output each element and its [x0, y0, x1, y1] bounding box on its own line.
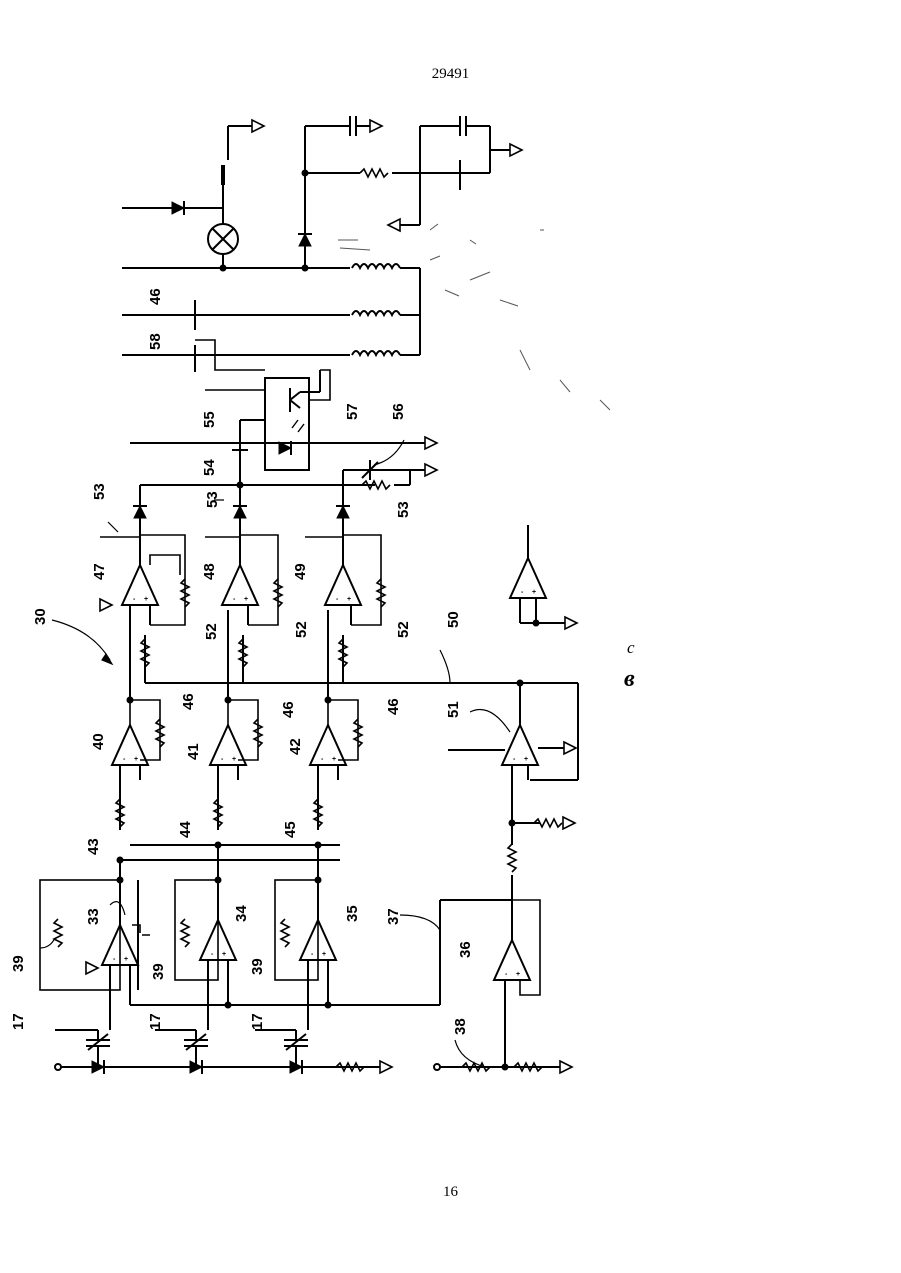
label-38: 38	[452, 1018, 469, 1035]
label-54: 54	[201, 459, 218, 476]
label-41: 41	[185, 743, 202, 760]
label-45: 45	[282, 821, 299, 838]
amp-stage-1	[40, 878, 512, 1031]
label-34: 34	[233, 905, 250, 922]
input-rail	[55, 1060, 392, 1074]
label-50: 50	[445, 611, 462, 628]
label-53c: 53	[395, 501, 412, 518]
right-amps	[434, 525, 577, 1073]
label-42: 42	[287, 738, 304, 755]
label-53a: 53	[91, 483, 108, 500]
label-58: 58	[147, 333, 164, 350]
label-39a: 39	[10, 955, 27, 972]
label-49: 49	[292, 563, 309, 580]
label-39c: 39	[249, 958, 266, 975]
label-55: 55	[201, 411, 218, 428]
side-letter-v: в	[624, 666, 635, 693]
label-56: 56	[390, 403, 407, 420]
top-right-network	[298, 116, 522, 271]
label-35: 35	[344, 905, 361, 922]
transformer-coils	[122, 264, 420, 400]
label-36: 36	[457, 941, 474, 958]
label-51: 51	[445, 701, 462, 718]
label-17a: 17	[10, 1013, 27, 1030]
label-17c: 17	[249, 1013, 266, 1030]
label-40: 40	[90, 733, 107, 750]
amp-stage-3	[100, 505, 385, 625]
label-46d: 46	[147, 288, 164, 305]
label-52b: 52	[293, 621, 310, 638]
label-57: 57	[344, 403, 361, 420]
page-footer-number: 16	[0, 1184, 901, 1201]
label-37: 37	[385, 908, 402, 925]
label-44: 44	[177, 821, 194, 838]
label-52a: 52	[203, 623, 220, 640]
optocoupler-57	[265, 370, 320, 470]
amp-stage-2	[112, 610, 362, 880]
label-39b: 39	[150, 963, 167, 980]
label-33: 33	[85, 908, 102, 925]
label-48: 48	[201, 563, 218, 580]
label-30: 30	[32, 608, 49, 625]
scan-noise	[338, 224, 610, 410]
side-letter-c: с	[627, 638, 635, 658]
label-46c: 46	[385, 698, 402, 715]
lamp-switch	[122, 120, 264, 271]
label-46a: 46	[180, 693, 197, 710]
transistor-55	[232, 420, 265, 450]
label-17b: 17	[147, 1013, 164, 1030]
label-43: 43	[85, 838, 102, 855]
label-47: 47	[91, 563, 108, 580]
label-52c: 52	[395, 621, 412, 638]
label-46b: 46	[280, 701, 297, 718]
